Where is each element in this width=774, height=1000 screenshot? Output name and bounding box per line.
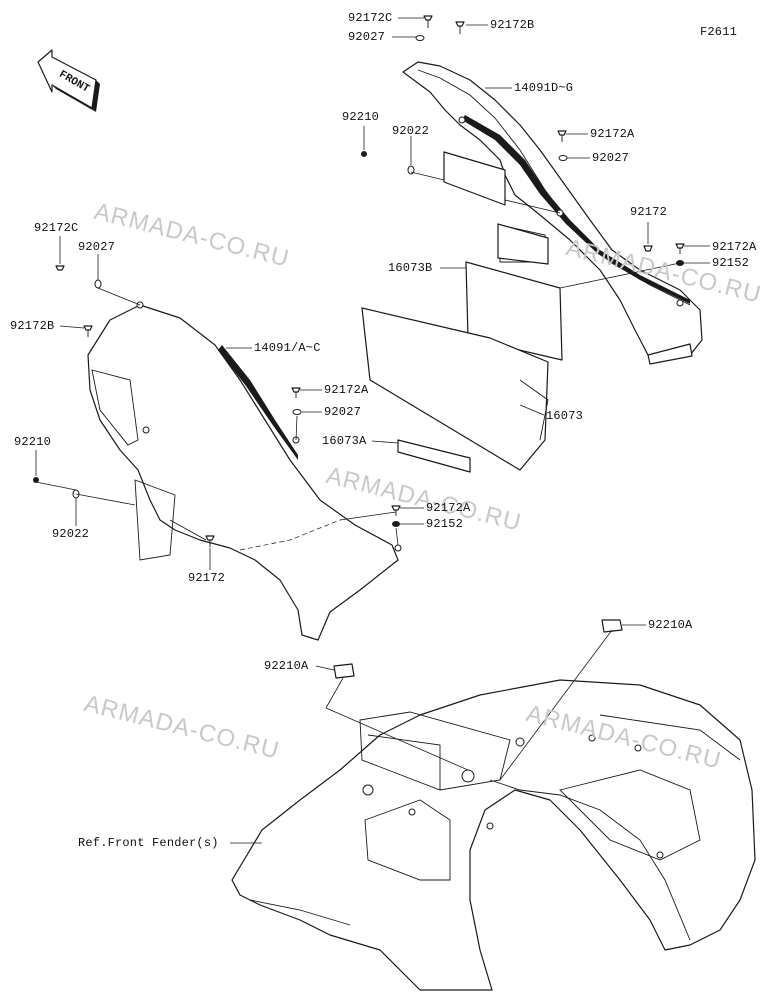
part-label-92172-left: 92172 xyxy=(188,571,226,585)
part-label-16073A: 16073A xyxy=(322,434,367,448)
part-label-14091DG: 14091D~G xyxy=(514,81,574,95)
pad-16073B-part xyxy=(465,261,563,361)
ref-front-fender-label: Ref.Front Fender(s) xyxy=(78,836,219,850)
part-label-16073: 16073 xyxy=(546,409,584,423)
leader-lines xyxy=(35,17,710,844)
part-label-92172B-top: 92172B xyxy=(490,18,535,32)
part-label-92022-left: 92022 xyxy=(52,527,90,541)
pad-part xyxy=(443,151,549,265)
part-label-92172A-mid: 92172A xyxy=(324,383,369,397)
part-label-92172C-top: 92172C xyxy=(348,11,393,25)
part-label-92172A-r2: 92172A xyxy=(712,240,757,254)
part-label-14091AC: 14091/A~C xyxy=(254,341,321,355)
front-arrow-icon: FRONT xyxy=(37,49,100,112)
part-label-92172-r: 92172 xyxy=(630,205,668,219)
part-label-92152-r: 92152 xyxy=(712,256,750,270)
part-label-92172A-low: 92172A xyxy=(426,501,471,515)
part-label-92210A-right: 92210A xyxy=(648,618,693,632)
part-label-92172B-left: 92172B xyxy=(10,319,55,333)
part-label-92022-top: 92022 xyxy=(392,124,430,138)
front-fender-part xyxy=(231,679,756,991)
strip-16073A-part xyxy=(397,439,471,473)
part-label-92027-r1: 92027 xyxy=(592,151,630,165)
part-label-16073B: 16073B xyxy=(388,261,433,275)
part-label-92172A-r1: 92172A xyxy=(590,127,635,141)
hardware-items xyxy=(33,15,685,679)
part-label-92152-low: 92152 xyxy=(426,517,464,531)
part-label-92172C-left: 92172C xyxy=(34,221,79,235)
part-label-92027-left: 92027 xyxy=(78,240,116,254)
trim-14091AC-part xyxy=(87,301,402,641)
part-label-92210-top: 92210 xyxy=(342,110,380,124)
part-label-92210-left: 92210 xyxy=(14,435,52,449)
part-label-92210A-left: 92210A xyxy=(264,659,309,673)
part-label-92027-mid: 92027 xyxy=(324,405,362,419)
diagram-code: F2611 xyxy=(700,25,738,39)
part-label-92027-top: 92027 xyxy=(348,30,386,44)
pad-16073-part xyxy=(361,307,549,471)
